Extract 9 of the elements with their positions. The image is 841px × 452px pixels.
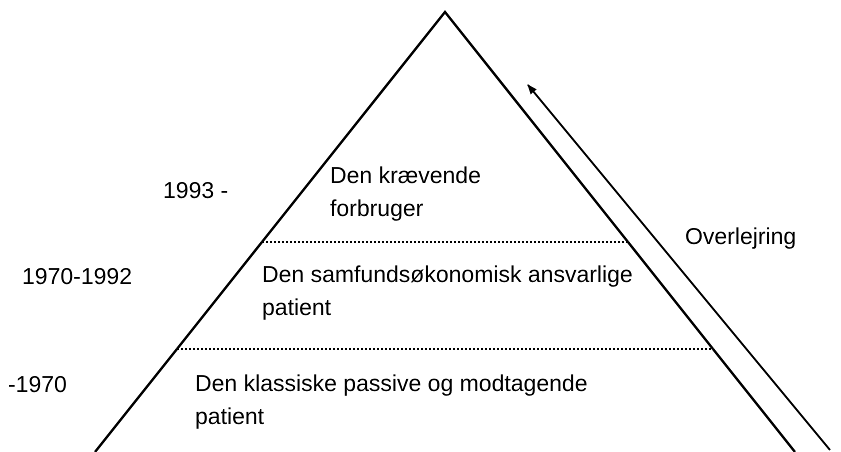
year-label: 1993 - <box>163 176 228 204</box>
year-label: -1970 <box>8 370 67 398</box>
year-label: 1970-1992 <box>22 262 132 290</box>
layer-label: Den krævende forbruger <box>330 161 482 223</box>
pyramid-layer <box>262 12 628 242</box>
layer-label: Den klassiske passive og modtagende patient <box>195 369 589 431</box>
layer-label: Den samfundsøkonomisk ansvarlige patient <box>262 260 634 322</box>
arrow-label: Overlejring <box>685 222 796 250</box>
pyramid-layer <box>95 349 795 452</box>
